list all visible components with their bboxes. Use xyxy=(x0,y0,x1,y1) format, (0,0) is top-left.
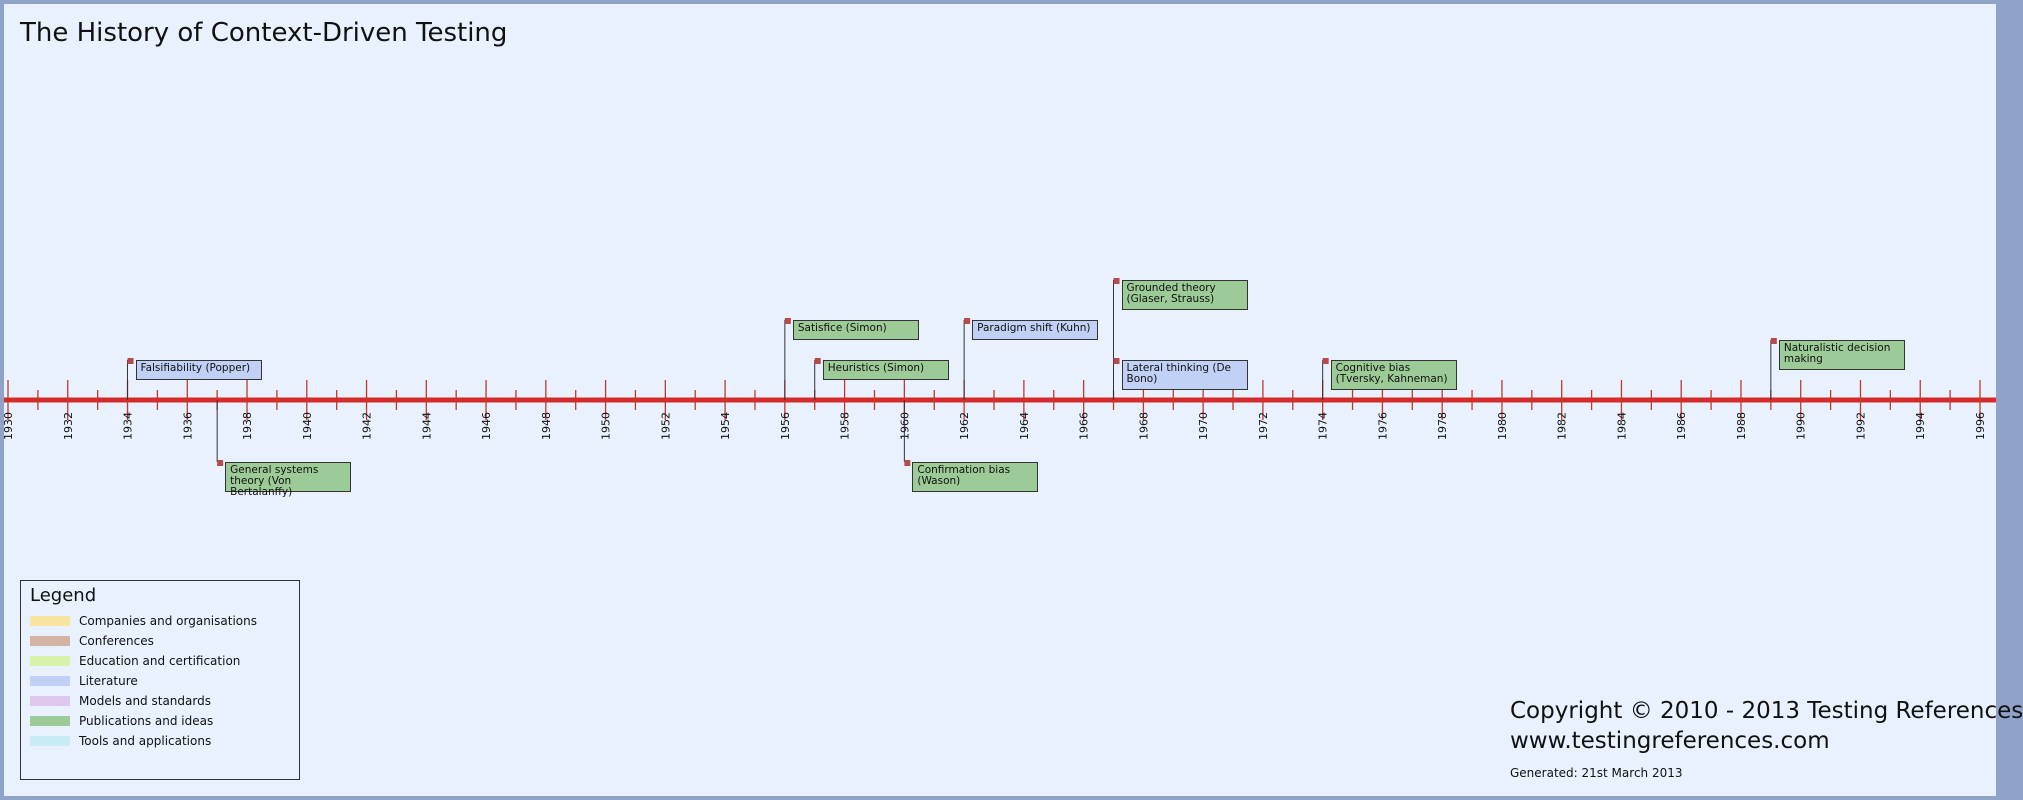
event-falsifiability[interactable]: Falsifiability (Popper) xyxy=(135,360,262,380)
event-marker-satisfice xyxy=(784,318,791,324)
event-marker-cognitive-bias xyxy=(1322,358,1329,364)
legend-swatch xyxy=(30,616,70,626)
year-label: 1994 xyxy=(1914,412,1927,440)
event-general-systems-theory[interactable]: General systems theory (Von Bertalanffy) xyxy=(225,462,352,498)
event-marker-confirmation-bias xyxy=(904,460,911,466)
year-label: 1950 xyxy=(600,412,613,440)
year-label: 1934 xyxy=(122,412,135,440)
year-label: 1990 xyxy=(1795,412,1808,440)
legend-swatch xyxy=(30,636,70,646)
page-title: The History of Context-Driven Testing xyxy=(20,18,508,48)
legend-label: Literature xyxy=(79,674,138,688)
year-label: 1984 xyxy=(1615,412,1628,440)
generated-date: Generated: 21st March 2013 xyxy=(1510,766,1683,780)
year-label: 1986 xyxy=(1675,412,1688,440)
event-naturalistic-decision-making[interactable]: Naturalistic decision making xyxy=(1778,340,1905,370)
legend-swatch xyxy=(30,716,70,726)
event-lateral-thinking[interactable]: Lateral thinking (De Bono) xyxy=(1121,360,1248,390)
legend-title: Legend xyxy=(30,585,97,606)
legend-label: Publications and ideas xyxy=(79,714,214,728)
timeline-axis: 1930 1932 1934 1936 1938 1940 1942 1944 1946 1948… xyxy=(2,278,1996,466)
year-label: 1968 xyxy=(1137,412,1150,440)
event-confirmation-bias[interactable]: Confirmation bias (Wason) xyxy=(912,462,1039,492)
year-label: 1980 xyxy=(1496,412,1509,440)
year-label: 1954 xyxy=(719,412,732,440)
year-label: 1958 xyxy=(839,412,852,440)
legend-item-models: Models and standards xyxy=(30,694,211,708)
event-marker-lateral-thinking xyxy=(1113,358,1120,364)
legend-item-conferences: Conferences xyxy=(30,634,154,648)
legend-swatch xyxy=(30,656,70,666)
event-marker-naturalistic-decision-making xyxy=(1770,338,1777,344)
legend-swatch xyxy=(30,736,70,746)
year-label: 1966 xyxy=(1078,412,1091,440)
year-label: 1982 xyxy=(1556,412,1569,440)
year-label: 1930 xyxy=(2,412,15,440)
year-label: 1970 xyxy=(1197,412,1210,440)
timeline-page: The History of Context-Driven Testing 19… xyxy=(2,4,2023,796)
event-grounded-theory[interactable]: Grounded theory (Glaser, Strauss) xyxy=(1121,280,1248,310)
legend-label: Tools and applications xyxy=(79,734,212,748)
copyright-text: Copyright © 2010 - 2013 Testing Referenc… xyxy=(1510,698,2023,724)
website-link[interactable]: www.testingreferences.com xyxy=(1510,728,1830,754)
year-label: 1944 xyxy=(420,412,433,440)
year-label: 1940 xyxy=(301,412,314,440)
legend-label: Conferences xyxy=(79,634,154,648)
year-label: 1992 xyxy=(1854,412,1867,440)
year-label: 1988 xyxy=(1735,412,1748,440)
event-heuristics[interactable]: Heuristics (Simon) xyxy=(822,360,949,380)
year-label: 1964 xyxy=(1018,412,1031,440)
year-label: 1974 xyxy=(1317,412,1330,440)
year-label: 1976 xyxy=(1376,412,1389,440)
legend-item-publications: Publications and ideas xyxy=(30,714,213,728)
copyright-block: Copyright © 2010 - 2013 Testing Referenc… xyxy=(1510,696,2023,756)
event-marker-heuristics xyxy=(814,358,821,364)
year-label: 1942 xyxy=(361,412,374,440)
legend-item-companies: Companies and organisations xyxy=(30,614,257,628)
event-marker-general-systems-theory xyxy=(217,460,224,466)
year-label: 1962 xyxy=(958,412,971,440)
event-marker-grounded-theory xyxy=(1113,278,1120,284)
legend-item-education: Education and certification xyxy=(30,654,240,668)
year-label: 1946 xyxy=(480,412,493,440)
year-label: 1978 xyxy=(1436,412,1449,440)
legend-label: Companies and organisations xyxy=(79,614,257,628)
event-paradigm-shift[interactable]: Paradigm shift (Kuhn) xyxy=(972,320,1099,340)
year-label: 1996 xyxy=(1974,412,1987,440)
year-label: 1936 xyxy=(181,412,194,440)
event-marker-falsifiability xyxy=(127,358,134,364)
event-cognitive-bias[interactable]: Cognitive bias (Tversky, Kahneman) xyxy=(1330,360,1457,390)
event-marker-paradigm-shift xyxy=(964,318,971,324)
year-label: 1972 xyxy=(1257,412,1270,440)
legend-label: Education and certification xyxy=(79,654,241,668)
year-label: 1938 xyxy=(241,412,254,440)
year-label: 1948 xyxy=(540,412,553,440)
legend-item-tools: Tools and applications xyxy=(30,734,211,748)
legend-swatch xyxy=(30,696,70,706)
legend-label: Models and standards xyxy=(79,694,211,708)
year-label: 1956 xyxy=(779,412,792,440)
event-satisfice[interactable]: Satisfice (Simon) xyxy=(792,320,919,340)
legend-item-literature: Literature xyxy=(30,674,138,688)
year-label: 1952 xyxy=(659,412,672,440)
legend-swatch xyxy=(30,676,70,686)
year-label: 1932 xyxy=(62,412,75,440)
